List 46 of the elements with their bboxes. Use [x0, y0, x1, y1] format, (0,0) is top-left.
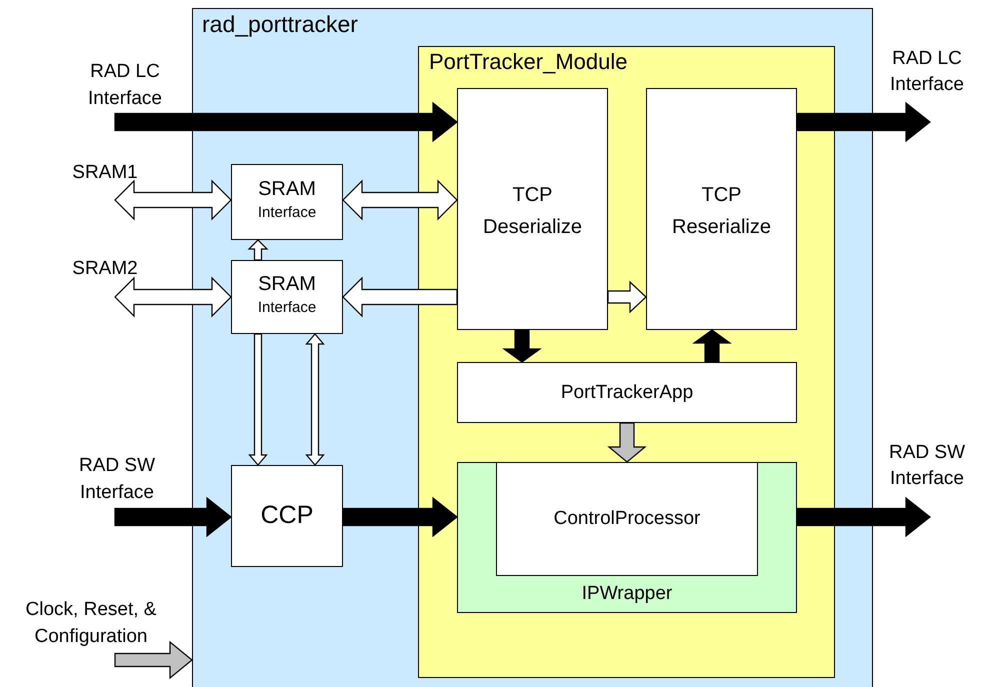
block-label: SRAM	[257, 272, 317, 296]
block-sublabel: Interface	[256, 298, 318, 318]
port-label: RAD SW Interface	[78, 454, 156, 505]
arrow	[114, 276, 232, 318]
block-label: TCP Reserialize	[671, 183, 772, 240]
arrow	[114, 640, 193, 680]
arrow	[248, 333, 268, 466]
arrow	[114, 102, 458, 142]
arrow	[248, 239, 268, 261]
arrow	[342, 276, 458, 318]
process-box	[457, 88, 608, 330]
process-box	[496, 462, 758, 576]
port-label: RAD SW Interface	[888, 441, 966, 491]
interface-box	[231, 164, 343, 240]
block-label: IPWrapper	[580, 582, 674, 606]
block-label: ControlProcessor	[552, 507, 702, 531]
block-title: rad_porttracker	[202, 11, 359, 37]
port-label: SRAM1	[71, 161, 139, 185]
port-label: Clock, Reset, & Configuration	[24, 598, 158, 649]
arrow	[305, 333, 325, 466]
port-label: RAD LC Interface	[889, 47, 965, 97]
interface-box	[231, 260, 343, 334]
block-label: CCP	[260, 502, 314, 528]
arrow	[502, 329, 542, 363]
arrow	[342, 496, 458, 538]
module-title: PortTracker_Module	[429, 49, 628, 75]
arrow	[796, 496, 931, 538]
block-label: SRAM	[257, 177, 317, 201]
process-box	[646, 88, 797, 330]
arrow	[342, 180, 458, 220]
block-sublabel: Interface	[256, 203, 318, 223]
arrow	[607, 422, 647, 463]
port-label: RAD LC Interface	[87, 60, 163, 111]
block-label: TCP Deserialize	[482, 183, 583, 240]
block-panel	[192, 8, 873, 687]
arrow	[796, 102, 931, 142]
process-box	[231, 465, 343, 567]
arrow	[114, 496, 232, 538]
port-label: SRAM2	[71, 257, 139, 281]
module-panel	[418, 46, 835, 678]
arrow	[114, 180, 232, 220]
process-box	[457, 362, 797, 423]
arrow	[692, 329, 732, 363]
arrow	[607, 280, 647, 314]
wrapper-box	[457, 462, 797, 613]
block-label: PortTrackerApp	[560, 381, 694, 405]
